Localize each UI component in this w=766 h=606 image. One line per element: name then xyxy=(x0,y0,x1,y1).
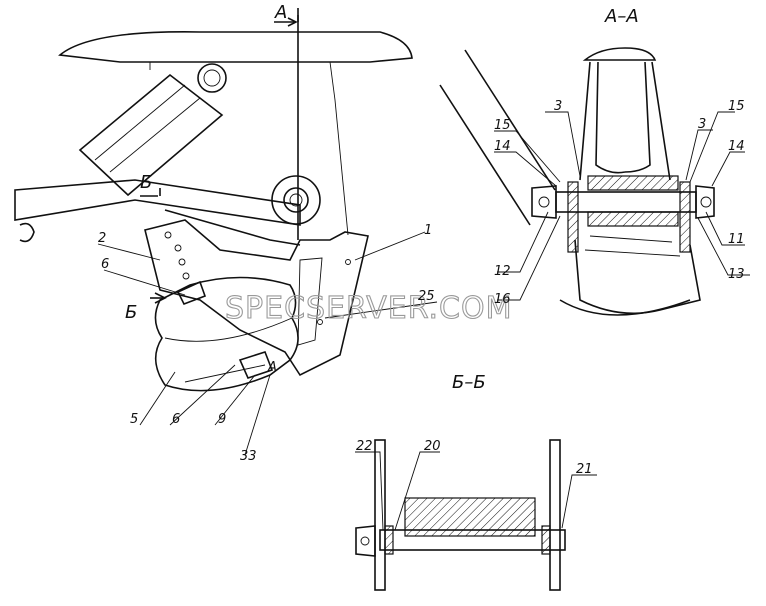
callout-label: 15 xyxy=(494,118,511,133)
callout-label: 3 xyxy=(698,117,706,132)
cut-mark-a-top: А xyxy=(274,2,287,23)
callout-label: 16 xyxy=(494,292,511,307)
callout-label: 6 xyxy=(172,412,180,427)
callout-label: 5 xyxy=(130,412,138,427)
callout-label: 14 xyxy=(728,139,745,154)
cut-mark-a-bottom: А xyxy=(267,360,277,375)
callout-label: 13 xyxy=(728,267,745,282)
main-view xyxy=(14,8,438,456)
callout-label: 1 xyxy=(424,223,432,238)
callout-label: 22 xyxy=(356,439,373,454)
callout-label: 20 xyxy=(424,439,441,454)
cut-mark-b-left: Б xyxy=(125,302,137,323)
watermark-text: SPECSERVER.COM xyxy=(225,291,512,326)
callout-label: 9 xyxy=(218,412,226,427)
callout-label: 6 xyxy=(101,257,109,272)
callout-label: 12 xyxy=(494,264,511,279)
cut-mark-b-top: Б xyxy=(140,172,152,193)
callout-label: 21 xyxy=(576,462,593,477)
section-aa xyxy=(439,47,750,316)
section-title-aa: А–А xyxy=(604,6,639,27)
callout-label: 15 xyxy=(728,99,745,114)
section-bb xyxy=(355,439,597,591)
callout-label: 14 xyxy=(494,139,511,154)
section-title-bb: Б–Б xyxy=(452,372,486,393)
callout-label: 3 xyxy=(554,99,562,114)
callout-label: 11 xyxy=(728,232,745,247)
callout-label: 33 xyxy=(240,449,257,464)
callout-label: 25 xyxy=(418,289,435,304)
callout-label: 2 xyxy=(98,231,106,246)
